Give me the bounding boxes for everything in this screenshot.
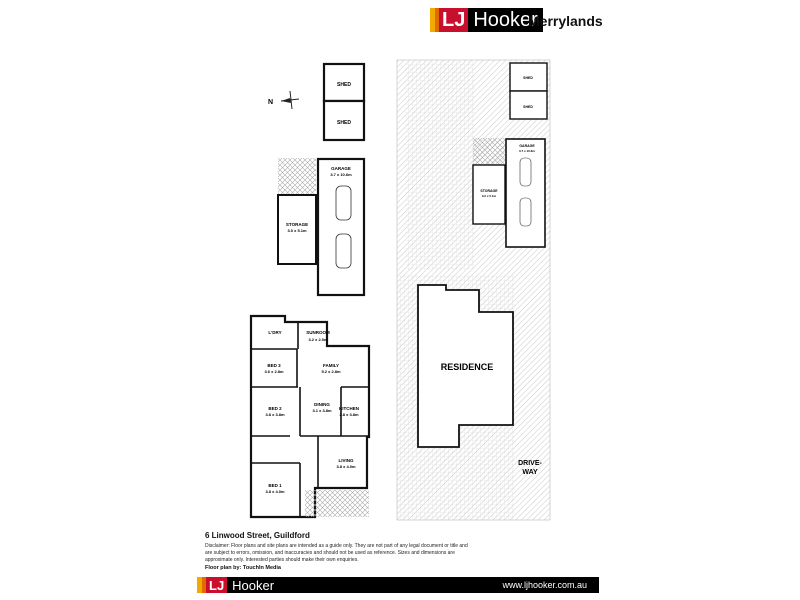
website-link[interactable]: www.ljhooker.com.au bbox=[502, 580, 587, 590]
svg-text:3.8 x 4.0m: 3.8 x 4.0m bbox=[265, 489, 285, 494]
svg-text:SHED: SHED bbox=[523, 105, 533, 109]
svg-text:GARAGE: GARAGE bbox=[331, 166, 351, 171]
north-label: N bbox=[268, 99, 273, 106]
lj-hooker-logo: LJ Hooker bbox=[430, 8, 543, 32]
svg-text:3.0 x 5.1m: 3.0 x 5.1m bbox=[287, 228, 307, 233]
svg-text:3.8 x 3.8m: 3.8 x 3.8m bbox=[265, 412, 285, 417]
svg-text:3.7 x 10.6m: 3.7 x 10.6m bbox=[519, 149, 535, 153]
svg-text:STORAGE: STORAGE bbox=[286, 222, 308, 227]
svg-text:5.2 x 2.8m: 5.2 x 2.8m bbox=[321, 369, 341, 374]
svg-text:L'DRY: L'DRY bbox=[268, 330, 281, 335]
footer-bar: LJ Hooker www.ljhooker.com.au bbox=[197, 577, 599, 593]
disclaimer-text: Disclaimer: Floor plans and site plans a… bbox=[205, 543, 468, 563]
residence-label: RESIDENCE bbox=[441, 362, 494, 372]
compass-icon: N bbox=[268, 90, 300, 110]
svg-text:FAMILY: FAMILY bbox=[323, 363, 339, 368]
property-address: 6 Linwood Street, Guildford bbox=[205, 531, 310, 540]
front-porch-lattice bbox=[305, 490, 369, 517]
office-name: Merrylands bbox=[528, 13, 603, 29]
svg-text:LIVING: LIVING bbox=[338, 458, 354, 463]
svg-text:SHED: SHED bbox=[523, 76, 533, 80]
driveway-label: WAY bbox=[522, 469, 538, 476]
car-icon bbox=[519, 157, 532, 187]
svg-text:SUNROOM: SUNROOM bbox=[306, 330, 330, 335]
svg-text:GARAGE: GARAGE bbox=[519, 144, 535, 148]
residence-outline bbox=[417, 284, 514, 448]
driveway-label: DRIVE- bbox=[518, 460, 542, 467]
floorplan-credit: Floor plan by: TouchIn Media bbox=[205, 565, 281, 571]
svg-text:3.8 x 4.0m: 3.8 x 4.0m bbox=[336, 464, 356, 469]
svg-text:STORAGE: STORAGE bbox=[480, 189, 498, 193]
svg-text:3.7 x 10.6m: 3.7 x 10.6m bbox=[330, 172, 352, 177]
lj-hooker-logo: LJ Hooker bbox=[197, 577, 280, 593]
svg-text:DINING: DINING bbox=[314, 402, 330, 407]
svg-text:2.8 x 3.8m: 2.8 x 3.8m bbox=[339, 412, 359, 417]
site-plan: RESIDENCE DRIVE- WAY SHED SHED GARAGE 3.… bbox=[396, 59, 551, 521]
svg-text:3.1 x 3.8m: 3.1 x 3.8m bbox=[312, 408, 332, 413]
patio-lattice bbox=[278, 158, 316, 195]
svg-text:KITCHEN: KITCHEN bbox=[339, 406, 359, 411]
shed-label: SHED bbox=[337, 82, 351, 88]
svg-text:3.2 x 2.0m: 3.2 x 2.0m bbox=[308, 337, 328, 342]
garage-room bbox=[316, 157, 366, 297]
svg-text:3.6 x 2.8m: 3.6 x 2.8m bbox=[264, 369, 284, 374]
floorplan-sheds bbox=[322, 62, 366, 142]
house-floorplan bbox=[249, 314, 371, 519]
svg-text:3.0 x 5.1m: 3.0 x 5.1m bbox=[482, 194, 497, 198]
storage-room bbox=[277, 194, 317, 265]
svg-text:BED 2: BED 2 bbox=[268, 406, 282, 411]
svg-text:BED 3: BED 3 bbox=[267, 363, 281, 368]
room-labels: L'DRY SUNROOM 3.2 x 2.0m BED 3 3.6 x 2.8… bbox=[264, 330, 359, 494]
car-icon bbox=[519, 197, 532, 227]
svg-text:BED 1: BED 1 bbox=[268, 483, 282, 488]
shed-label: SHED bbox=[337, 120, 351, 126]
car-icon bbox=[335, 185, 352, 269]
